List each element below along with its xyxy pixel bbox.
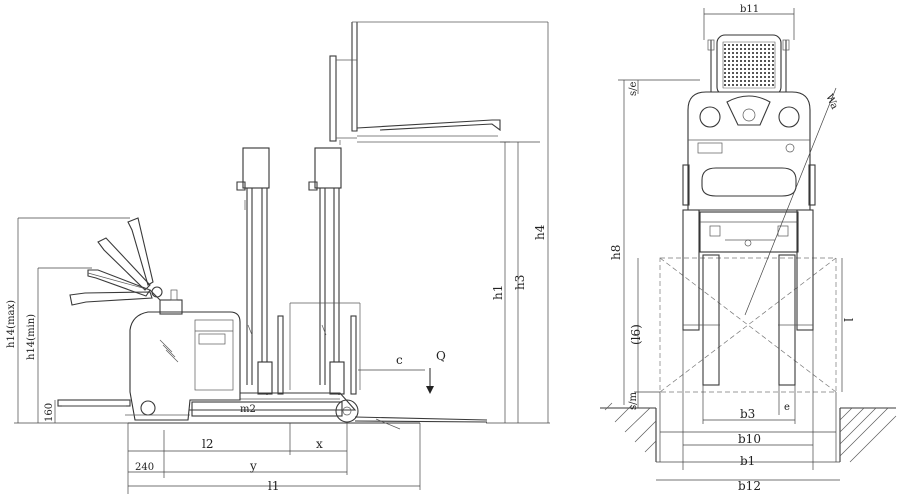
label-c: c [396, 353, 403, 367]
label-h8: h8 [609, 245, 623, 260]
label-wa: Wa [823, 93, 839, 112]
label-h1: h1 [491, 285, 505, 300]
front-body [682, 91, 816, 211]
label-t2: s/m [628, 391, 639, 410]
label-b12: b12 [738, 479, 761, 493]
label-h14-min: h14(min) [26, 314, 37, 360]
front-legs [682, 209, 814, 386]
raised-carriage [329, 21, 548, 145]
tiller-height-dimensions [14, 217, 130, 424]
label-l: l [841, 318, 855, 322]
label-b3: b3 [740, 407, 755, 421]
width-dimensions [656, 330, 840, 481]
label-b1: b1 [740, 454, 755, 468]
load-arrow [358, 368, 434, 394]
label-l6: (l6) [629, 324, 643, 345]
label-m2: m2 [240, 404, 256, 415]
label-160: 160 [44, 403, 55, 422]
label-l2: l2 [202, 437, 213, 451]
truck-body [125, 286, 241, 421]
label-x: x [316, 437, 323, 451]
pallet-outline [659, 257, 837, 393]
chassis-base [185, 392, 488, 430]
label-t1: s/e [628, 81, 639, 96]
height-dimensions [486, 22, 550, 424]
tiller-arms [69, 217, 154, 306]
backrest [707, 34, 790, 98]
top-dimensions [703, 8, 795, 40]
label-240: 240 [135, 462, 154, 473]
aisle-wall-left [600, 402, 657, 462]
label-e: e [784, 402, 790, 413]
mast-rear [236, 147, 284, 395]
load-wheel [335, 399, 359, 423]
label-h3: h3 [513, 275, 527, 290]
label-h14-max: h14(max) [6, 300, 17, 348]
front-view: b11 s/e Wa h8 (l6) l s/m b3 e b10 b1 b12 [600, 4, 897, 493]
length-dimensions [127, 423, 421, 494]
operator-platform [57, 399, 131, 407]
front-carriage [699, 211, 799, 253]
label-q: Q [436, 349, 446, 363]
label-l1: l1 [268, 479, 279, 493]
label-b10: b10 [738, 432, 761, 446]
mast-front [289, 147, 361, 395]
side-view: h4 h3 h1 h14(max) h14(min) 160 m2 c Q l2… [6, 21, 550, 494]
aisle-wall-right [839, 407, 897, 463]
label-y: y [249, 459, 257, 473]
front-height-dimensions [618, 79, 843, 408]
turning-radius-line [744, 87, 837, 316]
label-h4: h4 [533, 224, 547, 240]
label-b11: b11 [740, 4, 759, 15]
